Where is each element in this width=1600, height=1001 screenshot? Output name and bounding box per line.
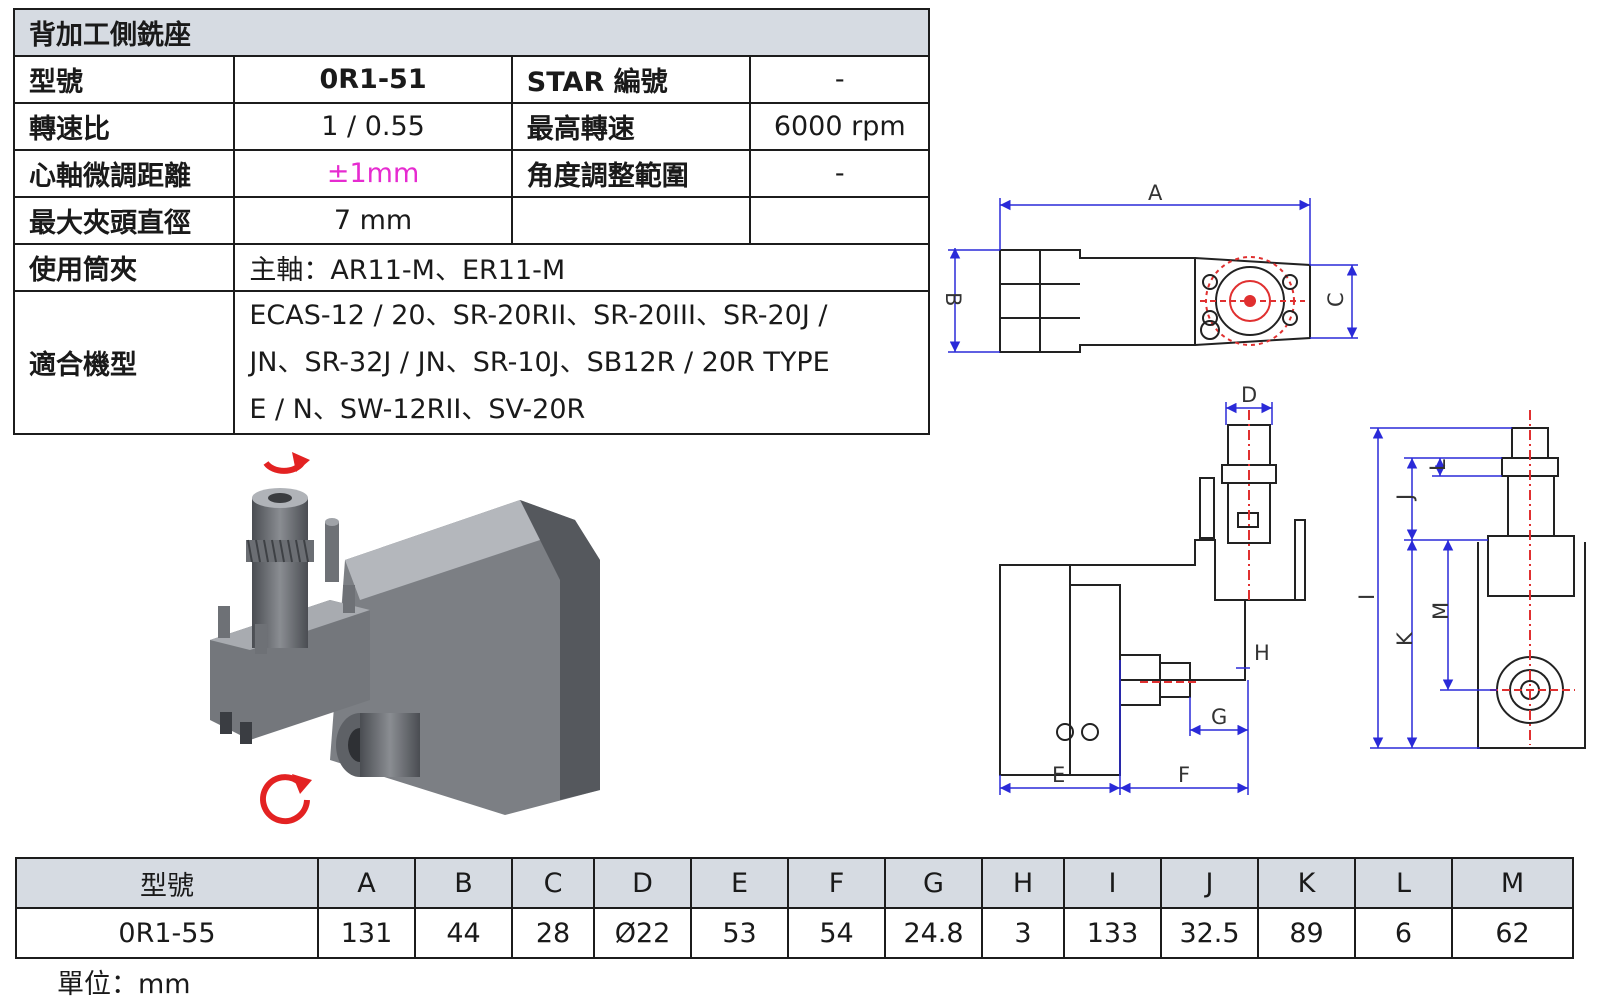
bolt: [220, 712, 232, 734]
dim-label-g: G: [1211, 705, 1227, 729]
post: [255, 624, 267, 654]
dim-value: 131: [317, 907, 416, 959]
dim-value: 32.5: [1160, 907, 1259, 959]
angle-label: 角度調整範圍: [510, 149, 752, 198]
dim-label-a: A: [1148, 181, 1163, 205]
maxspeed-label: 最高轉速: [510, 102, 752, 151]
dim-header: A: [317, 857, 416, 909]
dim-header: D: [593, 857, 692, 909]
fine-adjust-value: ±1mm: [233, 149, 513, 198]
spec-title: 背加工側銑座: [13, 8, 930, 57]
drawing-front-view: [999, 410, 1306, 776]
post: [218, 606, 230, 638]
dim-header: K: [1257, 857, 1356, 909]
dim-label-m: M: [1429, 602, 1453, 620]
dim-label-k: K: [1393, 631, 1417, 646]
dim-label-h: H: [1254, 641, 1270, 665]
angle-value: -: [749, 149, 930, 198]
rotation-arrow-bottom: [260, 774, 310, 825]
dim-header: F: [787, 857, 886, 909]
dim-label-e: E: [1052, 763, 1065, 787]
body-side: [520, 500, 600, 800]
ratio-value: 1 / 0.55: [233, 102, 513, 151]
dim-header: M: [1451, 857, 1574, 909]
drawing-side-view: [1477, 410, 1586, 749]
clamp-label: 最大夾頭直徑: [12, 196, 236, 245]
dim-value: 54: [787, 907, 886, 959]
machine-line: E / N、SW-12RII、SV-20R: [249, 394, 586, 425]
dim-label-j: J: [1393, 494, 1417, 502]
bolt: [240, 722, 252, 744]
model-value: 0R1-51: [233, 55, 513, 104]
dim-value-model: 0R1-55: [15, 907, 319, 959]
spindle-vertical: [252, 498, 308, 648]
machine-label: 適合機型: [12, 290, 236, 435]
dimension-table: 型號 A B C D E F G H I J K L M 0R1-55 131 …: [15, 857, 1574, 959]
empty-cell: [510, 196, 752, 245]
dim-value: 53: [690, 907, 789, 959]
dim-value: 6: [1354, 907, 1453, 959]
fine-adjust-label: 心軸微調距離: [12, 149, 236, 198]
dim-header: L: [1354, 857, 1453, 909]
dims-side-view: [1370, 427, 1512, 749]
dim-label-d: D: [1241, 383, 1257, 407]
dim-label-b: B: [941, 292, 965, 306]
collet-label: 使用筒夾: [12, 243, 236, 292]
dims-front-view: [999, 402, 1273, 795]
maxspeed-value: 6000 rpm: [749, 102, 930, 151]
dim-value: 44: [414, 907, 513, 959]
ratio-label: 轉速比: [12, 102, 236, 151]
post: [343, 585, 355, 613]
dim-value: 62: [1451, 907, 1574, 959]
star-label: STAR 編號: [510, 55, 752, 104]
dim-header-model: 型號: [15, 857, 319, 909]
dims-top-view: [948, 198, 1358, 353]
dim-value: Ø22: [593, 907, 692, 959]
product-render: [210, 452, 600, 825]
drawing-top-view: [999, 249, 1311, 353]
dim-header: H: [981, 857, 1065, 909]
spec-table: 背加工側銑座 型號 0R1-51 STAR 編號 - 轉速比 1 / 0.55 …: [12, 8, 930, 435]
dim-value: 24.8: [884, 907, 983, 959]
star-value: -: [749, 55, 930, 104]
unit-note: 單位：mm: [57, 969, 191, 1000]
body-top: [345, 500, 540, 600]
dim-label-l: L: [1426, 459, 1450, 471]
machine-line: ECAS-12 / 20、SR-20RII、SR-20III、SR-20J /: [249, 300, 828, 331]
empty-cell: [749, 196, 930, 245]
dim-value: 3: [981, 907, 1065, 959]
dim-value: 28: [511, 907, 595, 959]
dim-label-c: C: [1324, 292, 1348, 307]
dim-header: E: [690, 857, 789, 909]
dim-value: 133: [1063, 907, 1162, 959]
post: [325, 522, 339, 582]
dim-header: B: [414, 857, 513, 909]
dim-header: J: [1160, 857, 1259, 909]
dim-label-f: F: [1178, 763, 1190, 787]
clamp-value: 7 mm: [233, 196, 513, 245]
dim-value: 89: [1257, 907, 1356, 959]
dim-header: C: [511, 857, 595, 909]
machine-line: JN、SR-32J / JN、SR-10J、SB12R / 20R TYPE: [249, 347, 830, 378]
machine-list: ECAS-12 / 20、SR-20RII、SR-20III、SR-20J / …: [233, 290, 930, 435]
dim-header: I: [1063, 857, 1162, 909]
dim-label-i: I: [1355, 594, 1379, 600]
spindle-bore: [268, 493, 292, 503]
dim-header: G: [884, 857, 983, 909]
collet-value: 主軸：AR11-M、ER11-M: [233, 243, 930, 292]
model-label: 型號: [12, 55, 236, 104]
